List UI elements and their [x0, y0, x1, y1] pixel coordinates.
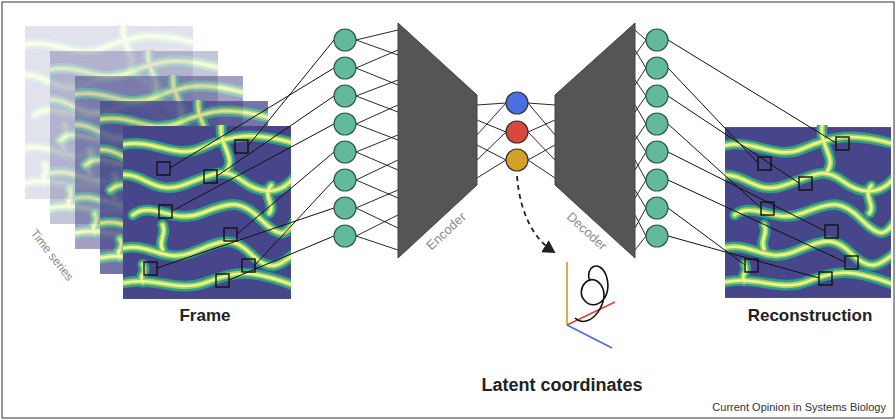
dashed-arrow — [517, 176, 554, 252]
latent-plot — [567, 262, 615, 348]
journal-caption: Current Opinion in Systems Biology — [712, 401, 886, 413]
reconstruction-label: Reconstruction — [748, 306, 873, 326]
latent-neurons — [506, 92, 528, 171]
pixel-links — [157, 40, 845, 280]
output-neurons — [646, 29, 668, 247]
stack-label: Time series — [28, 226, 77, 283]
input-neurons — [334, 29, 356, 247]
encoder-trapezoid: Encoder — [398, 23, 477, 281]
frame-label: Frame — [179, 306, 230, 326]
latent-label: Latent coordinates — [481, 375, 642, 396]
pixel-squares — [144, 137, 858, 287]
frame-stack — [20, 21, 296, 299]
decoder-trapezoid: Decoder — [555, 23, 635, 281]
